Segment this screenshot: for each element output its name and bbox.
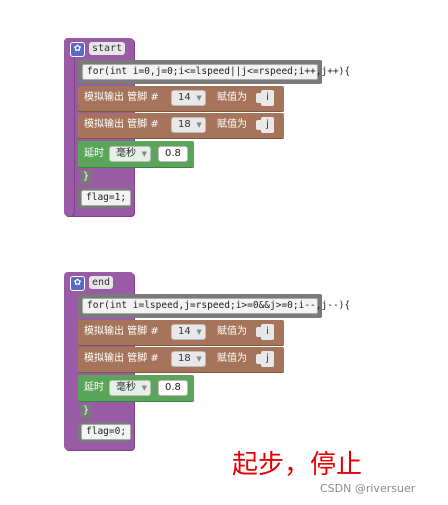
assign-label: 赋值为 xyxy=(217,326,247,337)
delay-value-input[interactable]: 0.8 xyxy=(158,146,188,162)
code-block-for-loop[interactable]: for(int i=0,j=0;i<=lspeed||j<=rspeed;i++… xyxy=(78,60,350,84)
unit-dropdown[interactable]: 毫秒▼ xyxy=(109,146,151,162)
chevron-down-icon: ▼ xyxy=(141,150,147,158)
code-block-close-brace[interactable]: } xyxy=(80,404,93,418)
function-name-field[interactable]: start xyxy=(89,42,126,55)
delay-block[interactable]: 延时 毫秒▼ 0.8 xyxy=(78,141,194,167)
pin-dropdown[interactable]: 14▼ xyxy=(171,90,206,106)
assign-label: 赋值为 xyxy=(217,92,247,103)
variable-socket[interactable]: i xyxy=(256,324,274,340)
unit-dropdown[interactable]: 毫秒▼ xyxy=(109,380,151,396)
code-input[interactable]: flag=1; xyxy=(81,190,132,206)
gear-icon[interactable]: ✿ xyxy=(70,276,85,291)
variable-socket[interactable]: j xyxy=(256,117,274,133)
assign-label: 赋值为 xyxy=(217,119,247,130)
analog-output-block[interactable]: 模拟输出 管脚 # 14▼ 赋值为 i xyxy=(78,320,284,345)
code-block-for-loop[interactable]: for(int i=lspeed,j=rspeed;i>=0&&j>=0;i--… xyxy=(78,294,350,318)
pin-dropdown[interactable]: 18▼ xyxy=(171,117,206,133)
chevron-down-icon: ▼ xyxy=(196,94,202,102)
code-input[interactable]: flag=0; xyxy=(81,424,132,440)
code-input[interactable]: for(int i=0,j=0;i<=lspeed||j<=rspeed;i++… xyxy=(82,64,350,80)
variable-socket[interactable]: i xyxy=(256,90,274,106)
function-block-start-body xyxy=(64,38,74,216)
analog-output-label: 模拟输出 管脚 # xyxy=(84,119,159,130)
chevron-down-icon: ▼ xyxy=(141,384,147,392)
chevron-down-icon: ▼ xyxy=(196,355,202,363)
analog-output-block[interactable]: 模拟输出 管脚 # 18▼ 赋值为 j xyxy=(78,113,284,138)
analog-output-block[interactable]: 模拟输出 管脚 # 18▼ 赋值为 j xyxy=(78,347,284,372)
analog-output-block[interactable]: 模拟输出 管脚 # 14▼ 赋值为 i xyxy=(78,86,284,111)
chevron-down-icon: ▼ xyxy=(196,121,202,129)
analog-output-label: 模拟输出 管脚 # xyxy=(84,353,159,364)
code-input[interactable]: for(int i=lspeed,j=rspeed;i>=0&&j>=0;i--… xyxy=(82,298,350,314)
function-name-field[interactable]: end xyxy=(89,276,114,289)
watermark: CSDN @riversuer xyxy=(320,482,416,495)
analog-output-label: 模拟输出 管脚 # xyxy=(84,326,159,337)
code-block-flag[interactable]: flag=1; xyxy=(78,188,132,208)
annotation-caption: 起步，停止 xyxy=(232,450,363,480)
pin-dropdown[interactable]: 14▼ xyxy=(171,324,206,340)
gear-icon[interactable]: ✿ xyxy=(70,42,85,57)
code-block-close-brace[interactable]: } xyxy=(80,170,93,184)
variable-socket[interactable]: j xyxy=(256,351,274,367)
assign-label: 赋值为 xyxy=(217,353,247,364)
delay-block[interactable]: 延时 毫秒▼ 0.8 xyxy=(78,375,194,401)
delay-label: 延时 xyxy=(84,148,104,159)
analog-output-label: 模拟输出 管脚 # xyxy=(84,92,159,103)
pin-dropdown[interactable]: 18▼ xyxy=(171,351,206,367)
delay-label: 延时 xyxy=(84,382,104,393)
code-block-flag[interactable]: flag=0; xyxy=(78,422,132,442)
chevron-down-icon: ▼ xyxy=(196,328,202,336)
delay-value-input[interactable]: 0.8 xyxy=(158,380,188,396)
